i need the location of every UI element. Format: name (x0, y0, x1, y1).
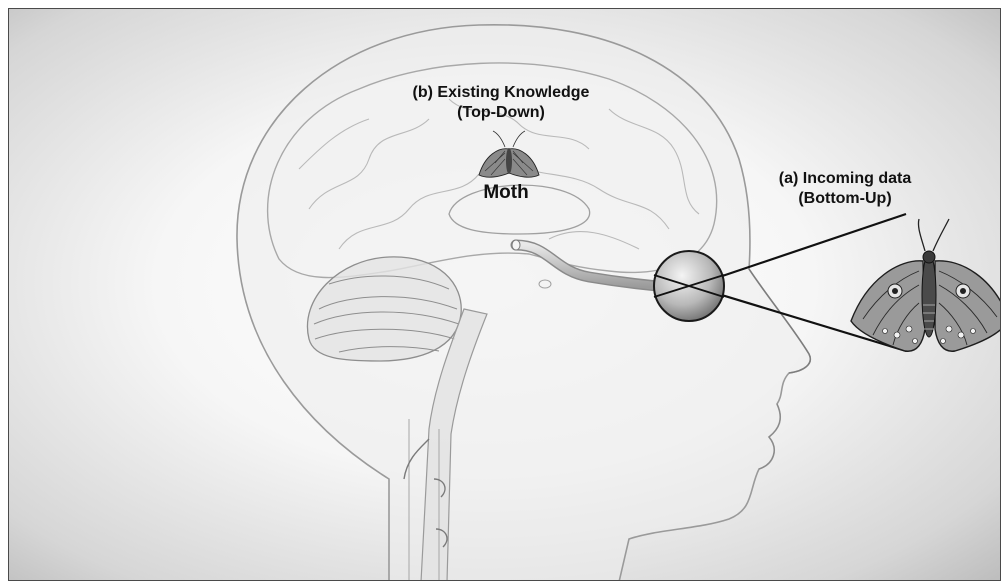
incoming-data-subtitle: (Bottom-Up) (735, 189, 955, 209)
existing-knowledge-title: (b) Existing Knowledge (381, 83, 621, 103)
existing-knowledge-label: (b) Existing Knowledge (Top-Down) (381, 83, 621, 123)
moth-illustration (851, 219, 1001, 351)
existing-knowledge-subtitle: (Top-Down) (381, 103, 621, 123)
moth-concept-label: Moth (471, 183, 541, 203)
incoming-data-label: (a) Incoming data (Bottom-Up) (735, 169, 955, 209)
diagram-frame: (b) Existing Knowledge (Top-Down) Moth (… (8, 8, 1001, 581)
incoming-data-title: (a) Incoming data (735, 169, 955, 189)
